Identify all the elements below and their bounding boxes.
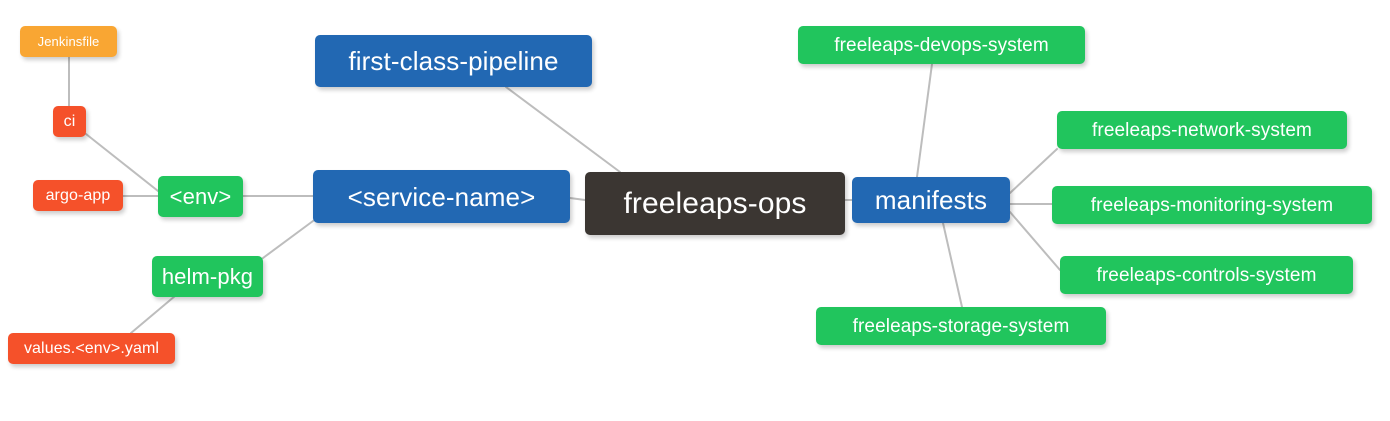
mindmap-node-network-system[interactable]: freeleaps-network-system — [1057, 111, 1347, 149]
mindmap-node-service-name[interactable]: <service-name> — [313, 170, 570, 223]
mindmap-node-monitoring-system[interactable]: freeleaps-monitoring-system — [1052, 186, 1372, 224]
mindmap-node-argo-app[interactable]: argo-app — [33, 180, 123, 211]
edge-manifests-to-devops-system — [916, 63, 933, 178]
edge-manifests-to-network-system — [1009, 148, 1058, 194]
mindmap-node-helm-pkg[interactable]: helm-pkg — [152, 256, 263, 297]
mindmap-node-controls-system[interactable]: freeleaps-controls-system — [1060, 256, 1353, 294]
edge-first-class-pipeline-to-freeleaps-ops — [505, 86, 621, 173]
mindmap-node-jenkinsfile[interactable]: Jenkinsfile — [20, 26, 117, 57]
mindmap-node-storage-system[interactable]: freeleaps-storage-system — [816, 307, 1106, 345]
mindmap-node-devops-system[interactable]: freeleaps-devops-system — [798, 26, 1085, 64]
mindmap-node-manifests[interactable]: manifests — [852, 177, 1010, 223]
mindmap-node-ci[interactable]: ci — [53, 106, 86, 137]
mindmap-node-first-class-pipeline[interactable]: first-class-pipeline — [315, 35, 592, 87]
edge-manifests-to-storage-system — [942, 222, 963, 308]
mindmap-node-env[interactable]: <env> — [158, 176, 243, 217]
edge-helm-pkg-to-values-env-yaml — [130, 295, 176, 334]
edge-service-name-to-helm-pkg — [262, 220, 314, 259]
edge-service-name-to-freeleaps-ops — [569, 197, 586, 201]
mindmap-node-freeleaps-ops[interactable]: freeleaps-ops — [585, 172, 845, 235]
mindmap-node-values-env-yaml[interactable]: values.<env>.yaml — [8, 333, 175, 364]
